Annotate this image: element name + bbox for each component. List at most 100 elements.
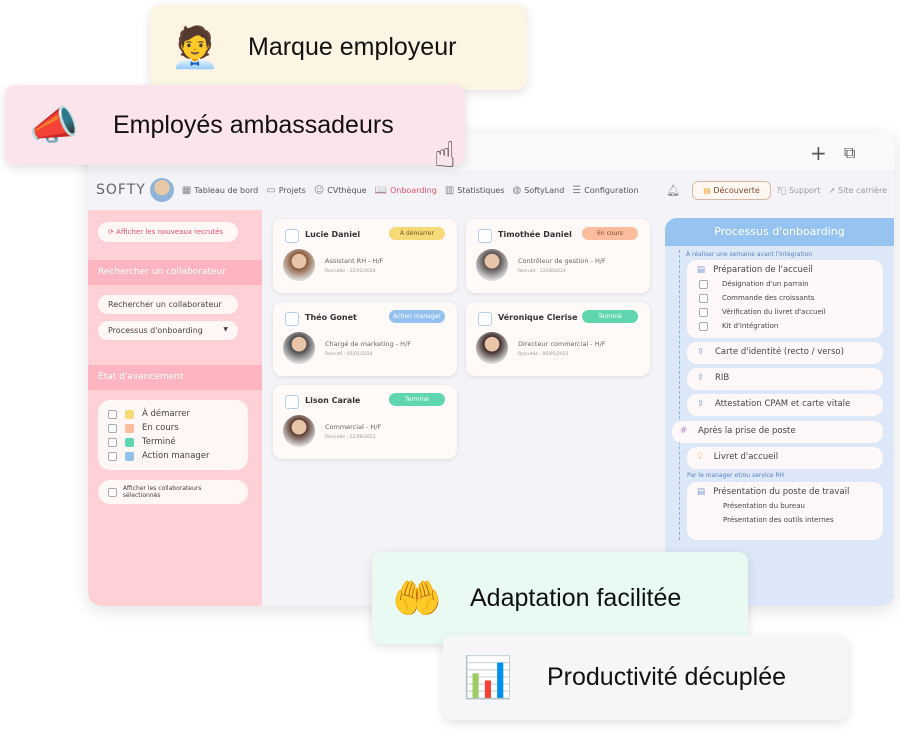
discover-icon: ▤ (703, 185, 711, 195)
nav-tableau-de-bord[interactable]: ▦Tableau de bord (182, 185, 258, 196)
card-checkbox[interactable] (285, 395, 299, 409)
card-checkbox[interactable] (285, 229, 299, 243)
hand-cursor-icon: ☝ (434, 135, 456, 176)
employee-photo (283, 415, 315, 447)
doc-label: Attestation CPAM et carte vitale (714, 399, 851, 409)
show-selected-label: Afficher les collaborateurs sélectionnés (122, 485, 202, 499)
nav-label: Tableau de bord (194, 185, 259, 195)
status-badge: Action manager (389, 310, 445, 323)
upload-folder-icon: ⇪ (697, 347, 705, 357)
hire-date: Recrutée : 22/09/2022 (325, 435, 376, 440)
status-label: À démarrer (142, 409, 191, 419)
process-panel: Processus d'onboarding À réaliser une se… (665, 218, 894, 606)
nav-statistiques[interactable]: ▥Statistiques (445, 185, 505, 196)
doc-item[interactable]: ⇪ RIB (687, 368, 883, 390)
checkbox[interactable] (108, 487, 117, 497)
users-icon: ☺ (313, 184, 325, 196)
checkbox[interactable] (699, 321, 708, 331)
checkbox[interactable] (699, 293, 708, 303)
nav-softyland[interactable]: ◍SoftyLand (513, 185, 565, 196)
show-selected-toggle[interactable]: Afficher les collaborateurs sélectionnés (98, 480, 248, 504)
checkbox[interactable] (108, 451, 117, 461)
job-title: Chargé de marketing - H/F (325, 340, 411, 348)
nav-configuration[interactable]: ☰Configuration (572, 185, 638, 196)
show-new-recruits-button[interactable]: ⟳ Afficher les nouveaux recrutés (98, 222, 238, 242)
folder-icon: ▭ (266, 184, 276, 196)
upload-folder-icon: ⇪ (697, 399, 705, 409)
nav-cvtheque[interactable]: ☺CVthèque (314, 185, 367, 196)
prep-item[interactable]: Commande des croissants (687, 291, 883, 305)
poste-block[interactable]: ▤ Présentation du poste de travail Prése… (687, 482, 883, 540)
status-filter-item[interactable]: En cours (108, 421, 238, 435)
employee-card[interactable]: Théo Gonet Action manager Chargé de mark… (273, 302, 457, 376)
status-badge: À démarrer (389, 227, 445, 240)
checkbox[interactable] (108, 423, 117, 433)
employee-card[interactable]: Véronique Clerise Terminé Directeur comm… (466, 302, 650, 376)
checkbox[interactable] (699, 307, 708, 317)
plus-icon[interactable]: + (810, 141, 827, 165)
status-badge: Terminé (582, 310, 638, 323)
prep-block[interactable]: ▤ Préparation de l'accueil Désignation d… (687, 260, 883, 338)
checkbox[interactable] (108, 409, 117, 419)
nav-site-carriere[interactable]: ↗Site carrière (828, 186, 887, 195)
manager-note: Par le manager et/ou service RH (687, 472, 785, 479)
status-filter-item[interactable]: Terminé (108, 435, 238, 449)
card-checkbox[interactable] (285, 312, 299, 326)
doc-label: Carte d'identité (recto / verso) (714, 347, 844, 357)
color-swatch (125, 423, 134, 433)
checkbox[interactable] (108, 437, 117, 447)
poste-item: Présentation des outils internes (723, 516, 834, 524)
employee-name: Lucie Daniel (305, 230, 361, 239)
logo: SOFTY (96, 182, 146, 198)
doc-item[interactable]: ⇪ Attestation CPAM et carte vitale (687, 394, 883, 416)
job-title: Contrôleur de gestion - H/F (518, 257, 606, 265)
search-input[interactable]: Rechercher un collaborateur (98, 295, 238, 314)
top-nav: SOFTY ▦Tableau de bord ▭Projets ☺CVthèqu… (88, 170, 895, 210)
nav-label: SoftyLand (524, 185, 565, 195)
prep-item[interactable]: Désignation d'un parrain (687, 277, 883, 291)
process-select[interactable]: Processus d'onboarding▼ (98, 321, 238, 340)
status-filter-item[interactable]: À démarrer (108, 407, 238, 421)
sliders-icon: ☰ (572, 184, 582, 196)
badge-productivite: 📊 Productivité décuplée (443, 635, 848, 720)
color-swatch (125, 451, 134, 461)
show-new-label: Afficher les nouveaux recrutés (116, 228, 224, 236)
nav-label: Statistiques (457, 185, 505, 195)
livret-label: Livret d'accueil (713, 452, 779, 462)
after-section[interactable]: # Après la prise de poste (672, 421, 883, 443)
nav-support[interactable]: ?⃝Support (777, 186, 821, 195)
status-badge: Terminé (389, 393, 445, 406)
color-swatch (125, 437, 134, 447)
megaphone-people-icon: 📣 (29, 103, 79, 148)
employee-card[interactable]: Lucie Daniel À démarrer Assistant RH - H… (273, 219, 457, 293)
status-label: En cours (142, 423, 179, 433)
employee-card[interactable]: Timothée Daniel En cours Contrôleur de g… (466, 219, 650, 293)
nav-label: Support (788, 185, 821, 195)
nav-label: Site carrière (838, 185, 887, 195)
status-header: État d'avancement (88, 365, 262, 390)
bell-icon[interactable]: 🔔︎ (666, 183, 681, 197)
status-filter-item[interactable]: Action manager (108, 449, 238, 463)
nav-onboarding[interactable]: 📖Onboarding (375, 185, 437, 196)
prep-item[interactable]: Kit d'intégration (687, 319, 883, 333)
status-badge: En cours (582, 227, 638, 240)
after-label: Après la prise de poste (697, 426, 796, 436)
badge-text: Adaptation facilitée (470, 583, 682, 612)
refresh-icon: ⟳ (108, 228, 114, 236)
lightbulb-icon: 💡︎ (697, 452, 703, 462)
nav-label: Projets (278, 185, 306, 195)
employee-card[interactable]: Lison Carale Terminé Commercial - H/F Re… (273, 385, 457, 459)
checkbox[interactable] (699, 279, 708, 289)
doc-item[interactable]: ⇪ Carte d'identité (recto / verso) (687, 342, 883, 364)
nav-projets[interactable]: ▭Projets (266, 185, 306, 196)
avatar[interactable] (149, 178, 174, 202)
process-title: Processus d'onboarding (665, 218, 894, 246)
livret-item[interactable]: 💡︎ Livret d'accueil (687, 447, 883, 469)
decouverte-button[interactable]: ▤ Découverte (692, 180, 771, 200)
copy-icon[interactable]: ⧉ (844, 143, 856, 162)
hire-date: Recruté : 12/08/2024 (518, 269, 566, 274)
card-checkbox[interactable] (478, 312, 492, 326)
prep-item[interactable]: Vérification du livret d'accueil (687, 305, 883, 319)
card-checkbox[interactable] (478, 229, 492, 243)
decouverte-label: Découverte (713, 185, 760, 195)
